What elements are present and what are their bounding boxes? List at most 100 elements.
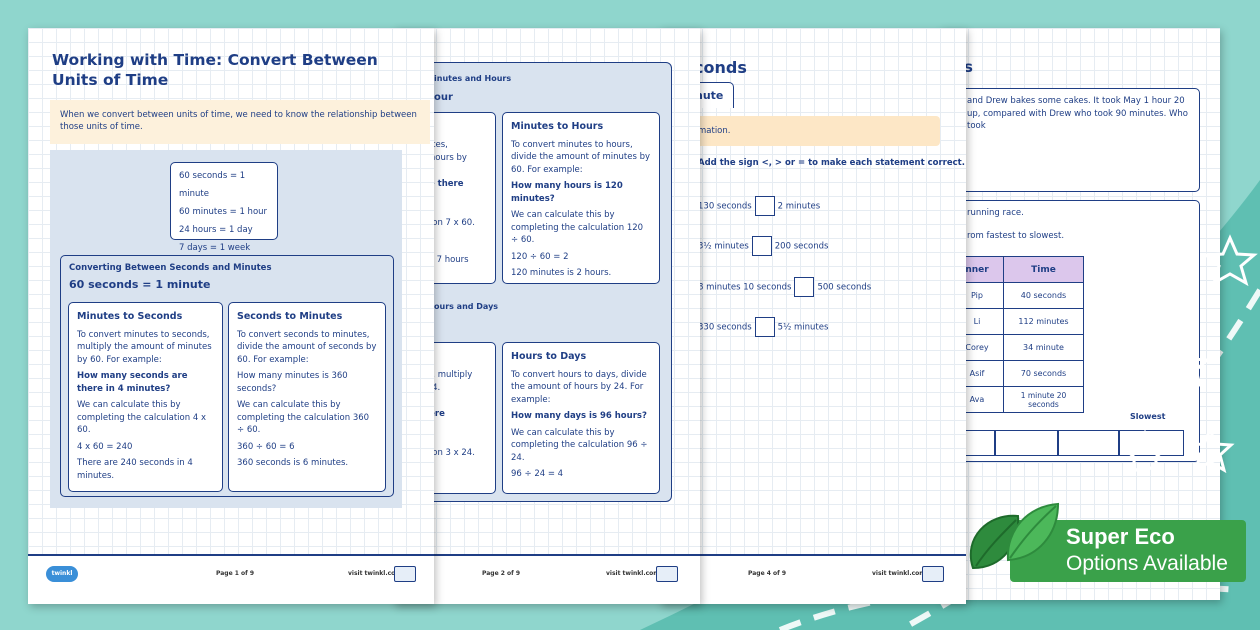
page1-footer: twinkl Page 1 of 9 visit twinkl.com bbox=[28, 554, 434, 604]
page2-footer: Page 2 of 9 visit twinkl.com bbox=[394, 554, 700, 604]
footer-url: visit twinkl.com bbox=[872, 570, 926, 577]
box-title: Minutes to Hours bbox=[511, 121, 604, 132]
compare-row: 130 seconds 2 minutes bbox=[698, 196, 820, 216]
box-question: How many seconds are there in 4 minutes? bbox=[77, 371, 188, 394]
text-fragment: s in 7 hours bbox=[419, 254, 469, 265]
box-answer: 360 seconds is 6 minutes. bbox=[237, 458, 349, 468]
compare-row: 3½ minutes 200 seconds bbox=[698, 236, 828, 256]
super-eco-badge: Super Eco Options Available bbox=[1010, 520, 1246, 582]
table-cell: 1 minute 20 seconds bbox=[1003, 386, 1084, 413]
box-text: We can calculate this by completing the … bbox=[237, 400, 370, 435]
quality-badge-icon bbox=[656, 566, 678, 582]
text-fragment: are there bbox=[419, 179, 464, 189]
worksheet-page-2: inutes and Hours our inutes, of hours by… bbox=[394, 28, 700, 604]
page4-title: s bbox=[964, 58, 973, 76]
page2-heading-1: inutes and Hours bbox=[434, 74, 512, 83]
facts-box: 60 seconds = 1 minute 60 minutes = 1 hou… bbox=[170, 162, 278, 253]
box-answer: 120 minutes is 2 hours. bbox=[511, 268, 612, 278]
sign-answer-box[interactable] bbox=[751, 236, 772, 256]
page3-info-bar: mation. bbox=[684, 116, 940, 146]
page3-info-text: mation. bbox=[698, 126, 731, 136]
box-text: To convert hours to days, divide the amo… bbox=[511, 369, 647, 405]
quality-badge-icon bbox=[922, 566, 944, 582]
worksheet-page-1: Working with Time: Convert Between Units… bbox=[28, 28, 434, 604]
seconds-to-minutes-box: Seconds to Minutes To convert seconds to… bbox=[228, 302, 386, 492]
quality-badge-icon bbox=[394, 566, 416, 582]
box-question: How many minutes is 360 seconds? bbox=[237, 371, 348, 394]
table-header-time: Time bbox=[1003, 256, 1084, 283]
minutes-to-hours-box: Minutes to Hours To convert minutes to h… bbox=[502, 112, 660, 284]
question-1-text: and Drew bakes some cakes. It took May 1… bbox=[967, 96, 1188, 131]
box-title: Hours to Days bbox=[511, 351, 587, 362]
compare-right: 2 minutes bbox=[777, 201, 821, 212]
compare-left: 130 seconds bbox=[698, 201, 752, 212]
box-text: To convert minutes to seconds, multiply … bbox=[77, 329, 212, 365]
box-text: To convert seconds to minutes, divide th… bbox=[237, 329, 377, 365]
text-fragment: urs, multiply bbox=[419, 370, 473, 380]
compare-left: 330 seconds bbox=[698, 322, 752, 333]
section-equation: 60 seconds = 1 minute bbox=[69, 277, 211, 291]
star-icon bbox=[1202, 234, 1258, 287]
box-text: We can calculate this by completing the … bbox=[77, 400, 206, 435]
page3-instruction: Add the sign <, > or = to make each stat… bbox=[698, 158, 965, 168]
page1-title: Working with Time: Convert Between Units… bbox=[52, 50, 378, 90]
page3-footer: Page 4 of 9 visit twinkl.com bbox=[660, 554, 966, 604]
question-2-line2: rom fastest to slowest. bbox=[967, 230, 1065, 241]
text-fragment: of hours by bbox=[419, 152, 467, 163]
box-text: We can calculate this by completing the … bbox=[511, 210, 644, 245]
box-text: We can calculate this by completing the … bbox=[511, 427, 648, 463]
section-heading: Converting Between Seconds and Minutes bbox=[69, 263, 272, 273]
hours-to-days-box: Hours to Days To convert hours to days, … bbox=[502, 342, 660, 494]
compare-right: 500 seconds bbox=[817, 282, 872, 293]
table-cell: 40 seconds bbox=[1003, 282, 1084, 309]
footer-url: visit twinkl.com bbox=[348, 570, 402, 577]
minutes-to-seconds-box: Minutes to Seconds To convert minutes to… bbox=[68, 302, 223, 492]
box-calc: 120 ÷ 60 = 2 bbox=[511, 251, 569, 262]
box-question: How many days is 96 hours? bbox=[511, 411, 647, 421]
leaf-icon bbox=[969, 502, 1060, 570]
compare-left: 3½ minutes bbox=[698, 241, 749, 252]
table-cell: 70 seconds bbox=[1003, 360, 1084, 387]
fact-line: 60 minutes = 1 hour bbox=[179, 207, 268, 217]
ordering-boxes bbox=[964, 430, 1184, 456]
intro-box: When we convert between units of time, w… bbox=[50, 100, 430, 144]
worksheet-page-3: conds nute mation. Add the sign <, > or … bbox=[660, 28, 966, 604]
star-icon bbox=[1185, 426, 1235, 474]
box-calc: 360 ÷ 60 = 6 bbox=[237, 441, 295, 452]
footer-page-number: Page 1 of 9 bbox=[216, 570, 254, 577]
worksheet-page-4: s and Drew bakes some cakes. It took May… bbox=[940, 28, 1220, 600]
star-icon bbox=[1120, 429, 1170, 477]
compare-row: 330 seconds 5½ minutes bbox=[698, 317, 828, 337]
intro-text: When we convert between units of time, w… bbox=[60, 110, 417, 132]
badge-line-2: Options Available bbox=[1066, 552, 1228, 575]
decorative-stars bbox=[1120, 234, 1258, 477]
box-text: To convert minutes to hours, divide the … bbox=[511, 139, 651, 175]
page2-subheading-1: our bbox=[434, 92, 453, 103]
star-icon bbox=[1161, 341, 1211, 389]
fact-line: 7 days = 1 week bbox=[179, 243, 251, 253]
badge-line-1: Super Eco bbox=[1066, 524, 1175, 549]
text-fragment: lation 7 x 60. bbox=[419, 218, 475, 228]
page1-title-line1: Working with Time: Convert Between bbox=[52, 51, 378, 69]
question-2-line1: running race. bbox=[967, 208, 1024, 218]
box-calc: 4 x 60 = 240 bbox=[77, 441, 133, 452]
box-title: Seconds to Minutes bbox=[237, 311, 343, 322]
compare-right: 200 seconds bbox=[774, 241, 829, 252]
page3-title: conds bbox=[694, 58, 747, 77]
fact-line: 24 hours = 1 day bbox=[179, 225, 253, 235]
page1-title-line2: Units of Time bbox=[52, 71, 169, 89]
sign-answer-box[interactable] bbox=[794, 277, 815, 297]
box-answer: There are 240 seconds in 4 minutes. bbox=[77, 458, 193, 481]
box-title: Minutes to Seconds bbox=[77, 311, 183, 322]
page3-tab-label: nute bbox=[695, 89, 724, 102]
footer-page-number: Page 4 of 9 bbox=[748, 570, 786, 577]
footer-page-number: Page 2 of 9 bbox=[482, 570, 520, 577]
sign-answer-box[interactable] bbox=[754, 317, 775, 337]
fact-line: 60 seconds = 1 minute bbox=[179, 171, 246, 199]
box-calc: 96 ÷ 24 = 4 bbox=[511, 469, 564, 479]
sign-answer-box[interactable] bbox=[754, 196, 775, 216]
compare-right: 5½ minutes bbox=[777, 322, 829, 333]
table-cell: 112 minutes bbox=[1003, 308, 1084, 335]
